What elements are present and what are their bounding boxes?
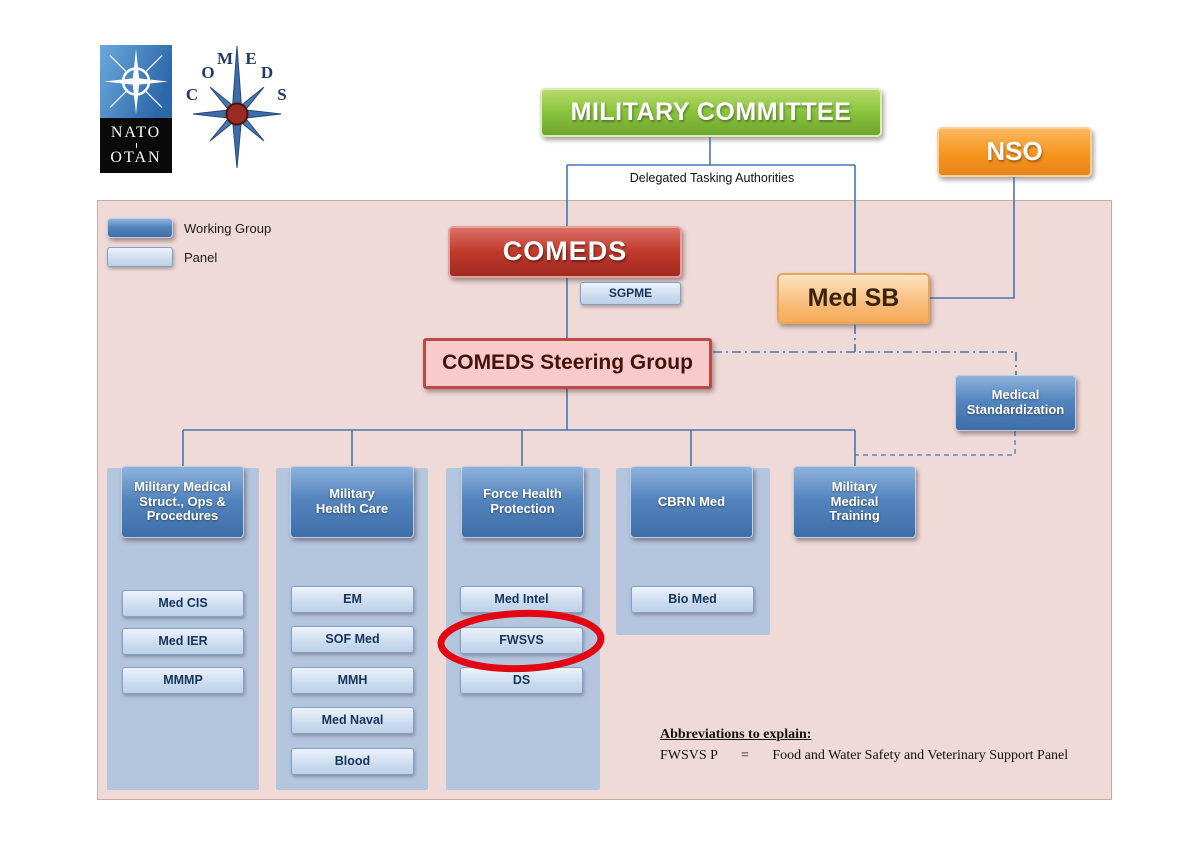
comeds-logo-icon: C O M E D S xyxy=(186,45,287,169)
wg-header-military-medical-training: Military Medical Training xyxy=(793,466,916,538)
wg-header-cbrn-med: CBRN Med xyxy=(630,466,753,538)
legend-panel-swatch xyxy=(107,247,173,267)
svg-text:O: O xyxy=(201,63,214,82)
panel-med-cis: Med CIS xyxy=(122,590,244,617)
svg-text:E: E xyxy=(245,49,256,68)
panel-blood: Blood xyxy=(291,748,414,775)
panel-sof-med: SOF Med xyxy=(291,626,414,653)
panel-mmmp: MMMP xyxy=(122,667,244,694)
abbreviation-definition: Food and Water Safety and Veterinary Sup… xyxy=(772,748,1069,763)
sgpme-box: SGPME xyxy=(580,282,681,305)
panel-em: EM xyxy=(291,586,414,613)
delegated-tasking-label: Delegated Tasking Authorities xyxy=(629,170,795,185)
panel-mmh: MMH xyxy=(291,667,414,694)
panel-fwsvs: FWSVS xyxy=(460,627,583,654)
abbreviation-term: FWSVS P xyxy=(660,748,718,763)
svg-text:C: C xyxy=(186,85,198,104)
nato-text: NATO xyxy=(110,124,162,141)
panel-ds: DS xyxy=(460,667,583,694)
panel-bio-med: Bio Med xyxy=(631,586,754,613)
wg-header-military-health-care: Military Health Care xyxy=(290,466,414,538)
abbreviation-equals: = xyxy=(740,748,749,763)
nato-divider xyxy=(135,143,137,148)
nato-flag-icon xyxy=(100,45,172,118)
panel-med-intel: Med Intel xyxy=(460,586,583,613)
svg-text:S: S xyxy=(277,85,286,104)
legend-working-group-label: Working Group xyxy=(184,221,272,236)
legend-working-group-swatch xyxy=(107,218,173,238)
otan-text: OTAN xyxy=(110,149,162,166)
medical-standardization-box: Medical Standardization xyxy=(955,375,1076,431)
med-sb-box: Med SB xyxy=(777,273,930,324)
nso-box: NSO xyxy=(937,127,1092,177)
comeds-box: COMEDS xyxy=(448,226,682,278)
military-committee-box: MILITARY COMMITTEE xyxy=(540,88,882,137)
comeds-steering-group-box: COMEDS Steering Group xyxy=(423,338,712,389)
legend-panel-label: Panel xyxy=(184,250,218,265)
svg-text:D: D xyxy=(261,63,273,82)
wg-header-force-health-protection: Force Health Protection xyxy=(461,466,584,538)
abbreviations-title: Abbreviations to explain: xyxy=(660,727,812,742)
svg-text:M: M xyxy=(217,49,233,68)
nato-otan-wordmark: NATO OTAN xyxy=(100,118,172,173)
panel-med-ier: Med IER xyxy=(122,628,244,655)
panel-med-naval: Med Naval xyxy=(291,707,414,734)
wg-header-military-medical-struct: Military Medical Struct., Ops & Procedur… xyxy=(121,466,244,538)
abbreviations-note: Abbreviations to explain: FWSVS P = Food… xyxy=(660,727,1120,764)
